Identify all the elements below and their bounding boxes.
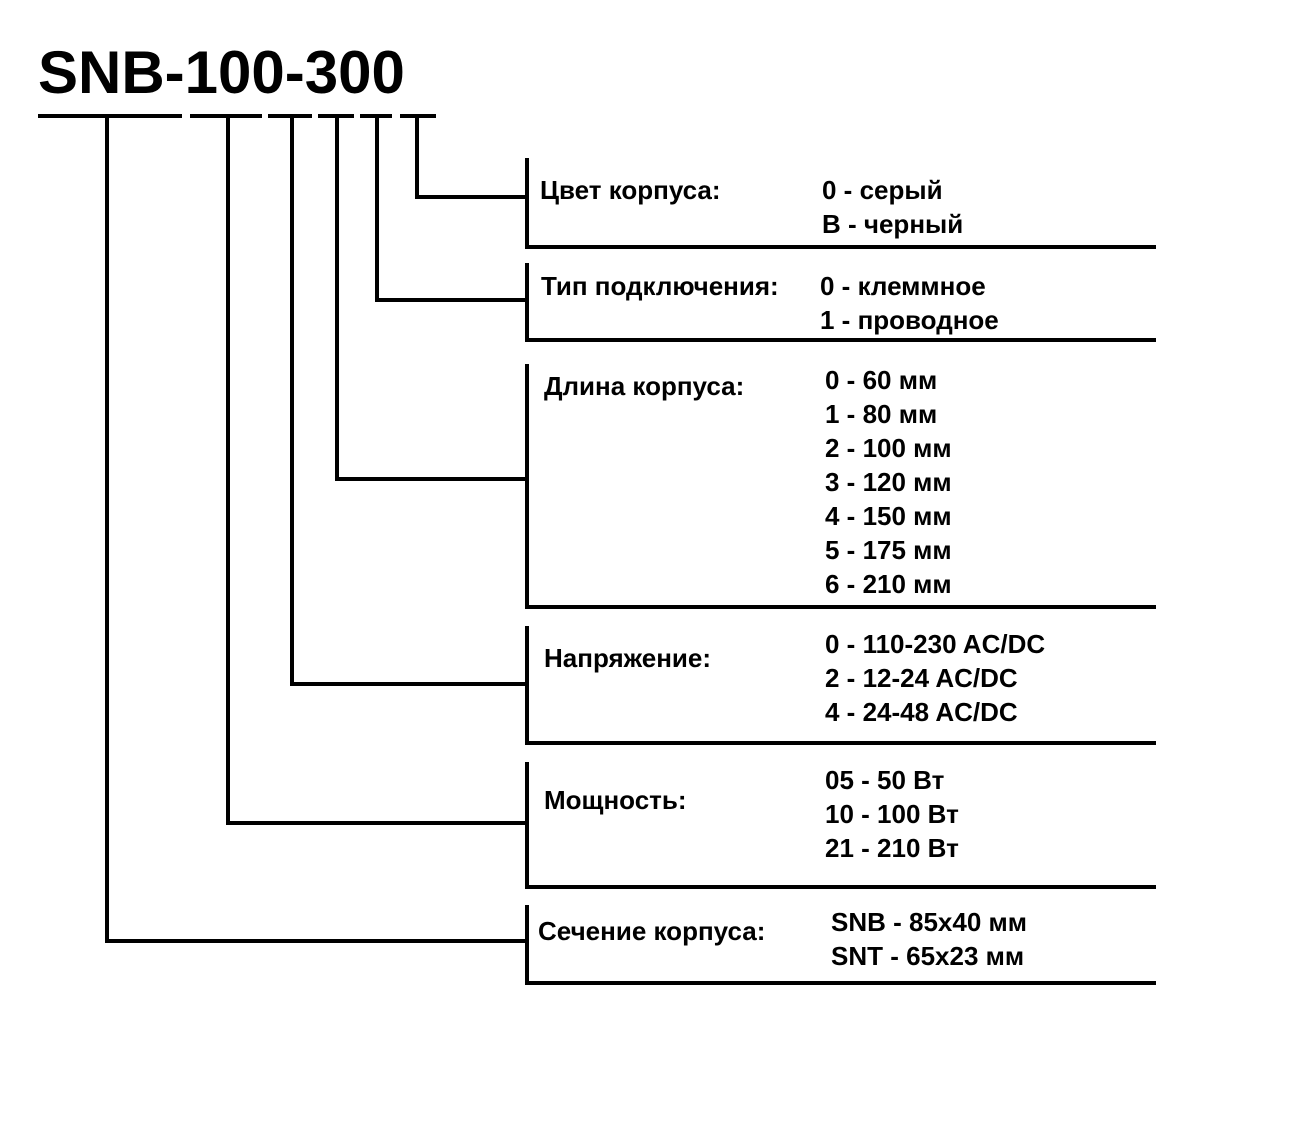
label-housing-section: Сечение корпуса: (538, 916, 766, 946)
option: 2 - 12-24 AC/DC (825, 663, 1018, 693)
option: SNT - 65x23 мм (831, 941, 1025, 971)
options-voltage: 0 - 110-230 AC/DC 2 - 12-24 AC/DC 4 - 24… (825, 627, 1045, 729)
bracket-voltage (525, 626, 1156, 745)
leader-power (226, 114, 529, 825)
bracket-color (525, 158, 1156, 249)
bracket-length (525, 364, 1156, 609)
option: 5 - 175 мм (825, 535, 952, 565)
leader-section (105, 114, 529, 943)
option: B - черный (822, 209, 964, 239)
options-housing-color: 0 - серый B - черный (822, 173, 963, 241)
option: 0 - серый (822, 175, 943, 205)
bracket-section (525, 905, 1156, 985)
label-power: Мощность: (544, 785, 687, 815)
model-code: SNB-100-300 (38, 39, 405, 106)
options-connection-type: 0 - клеммное 1 - проводное (820, 269, 999, 337)
option: 05 - 50 Вт (825, 765, 945, 795)
option: SNB - 85x40 мм (831, 907, 1027, 937)
label-connection-type: Тип подключения: (541, 271, 779, 301)
leader-voltage (290, 114, 529, 686)
option: 0 - 60 мм (825, 365, 938, 395)
options-power: 05 - 50 Вт 10 - 100 Вт 21 - 210 Вт (825, 763, 959, 865)
option: 2 - 100 мм (825, 433, 952, 463)
option: 6 - 210 мм (825, 569, 952, 599)
options-housing-section: SNB - 85x40 мм SNT - 65x23 мм (831, 905, 1027, 973)
label-housing-length: Длина корпуса: (544, 371, 745, 401)
leader-length (335, 114, 529, 481)
option: 21 - 210 Вт (825, 833, 959, 863)
bracket-power (525, 762, 1156, 889)
option: 0 - клеммное (820, 271, 986, 301)
label-housing-color: Цвет корпуса: (540, 175, 721, 205)
option: 1 - проводное (820, 305, 999, 335)
option: 3 - 120 мм (825, 467, 952, 497)
options-housing-length: 0 - 60 мм 1 - 80 мм 2 - 100 мм 3 - 120 м… (825, 363, 952, 601)
option: 0 - 110-230 AC/DC (825, 629, 1046, 659)
option: 1 - 80 мм (825, 399, 938, 429)
label-voltage: Напряжение: (544, 643, 712, 673)
leader-connection (375, 114, 529, 302)
option: 10 - 100 Вт (825, 799, 959, 829)
option: 4 - 150 мм (825, 501, 952, 531)
leader-color (415, 114, 529, 199)
bracket-connection (525, 263, 1156, 342)
option: 4 - 24-48 AC/DC (825, 697, 1018, 727)
